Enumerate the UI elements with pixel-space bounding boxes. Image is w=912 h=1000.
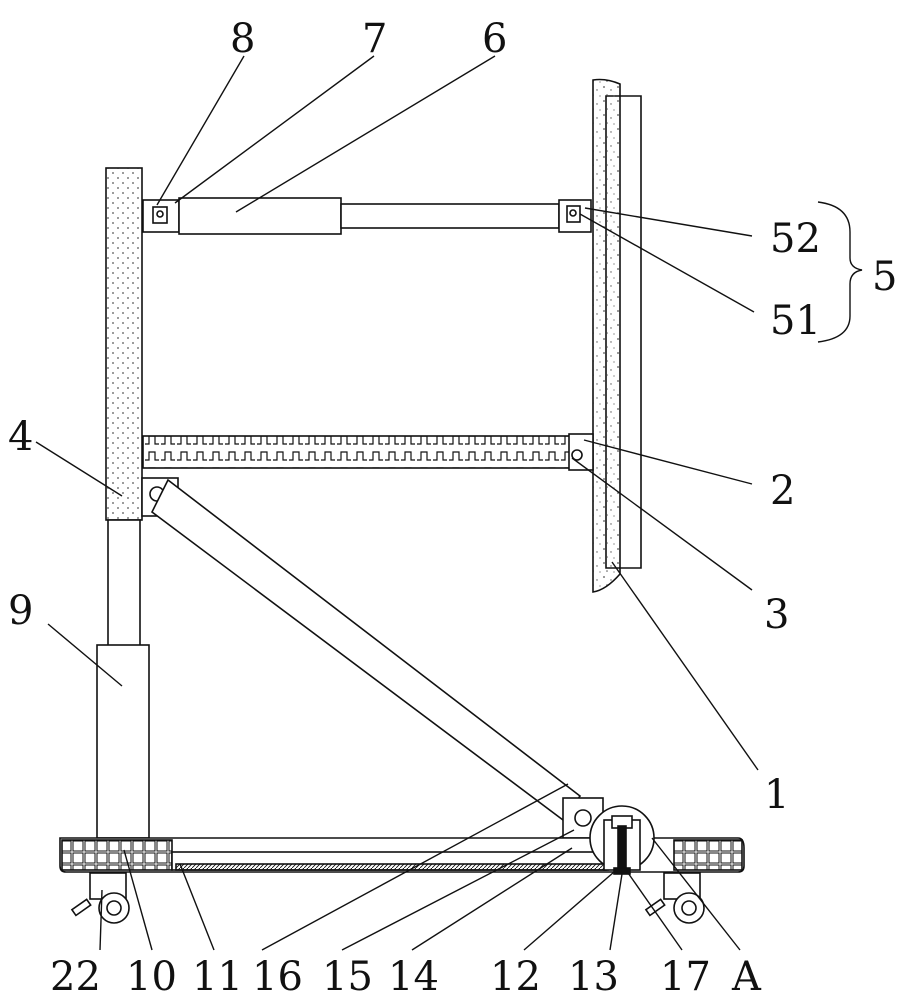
base-grid-left [61,839,173,871]
label-13: 13 [568,954,619,1000]
label-1: 1 [764,772,789,818]
label-6: 6 [482,16,507,62]
diagonal-strut [150,478,582,822]
label-5: 5 [872,254,897,300]
telescopic-rod-cylinder [178,197,342,235]
label-22: 22 [50,954,101,1000]
left-column-upper [105,167,143,521]
label-2: 2 [770,468,795,514]
telescopic-rod-piston [340,203,560,229]
label-A: A [731,954,762,1000]
label-51: 51 [770,298,821,344]
label-11: 11 [192,954,243,1000]
label-16: 16 [252,954,303,1000]
label-7: 7 [362,16,387,62]
label-8: 8 [230,16,255,62]
label-9: 9 [8,588,33,634]
label-10: 10 [126,954,177,1000]
spring-bar [142,435,574,469]
label-15: 15 [322,954,373,1000]
display-board [592,78,621,593]
label-17: 17 [660,954,711,1000]
label-4: 4 [8,414,33,460]
top-left-hinge [142,199,180,233]
telescopic-outer-tube [96,644,150,839]
telescopic-inner-tube [107,519,141,647]
label-3: 3 [764,592,789,638]
label-14: 14 [388,954,439,1000]
label-12: 12 [490,954,541,1000]
label-52: 52 [770,216,821,262]
base-grid-right [673,839,743,871]
